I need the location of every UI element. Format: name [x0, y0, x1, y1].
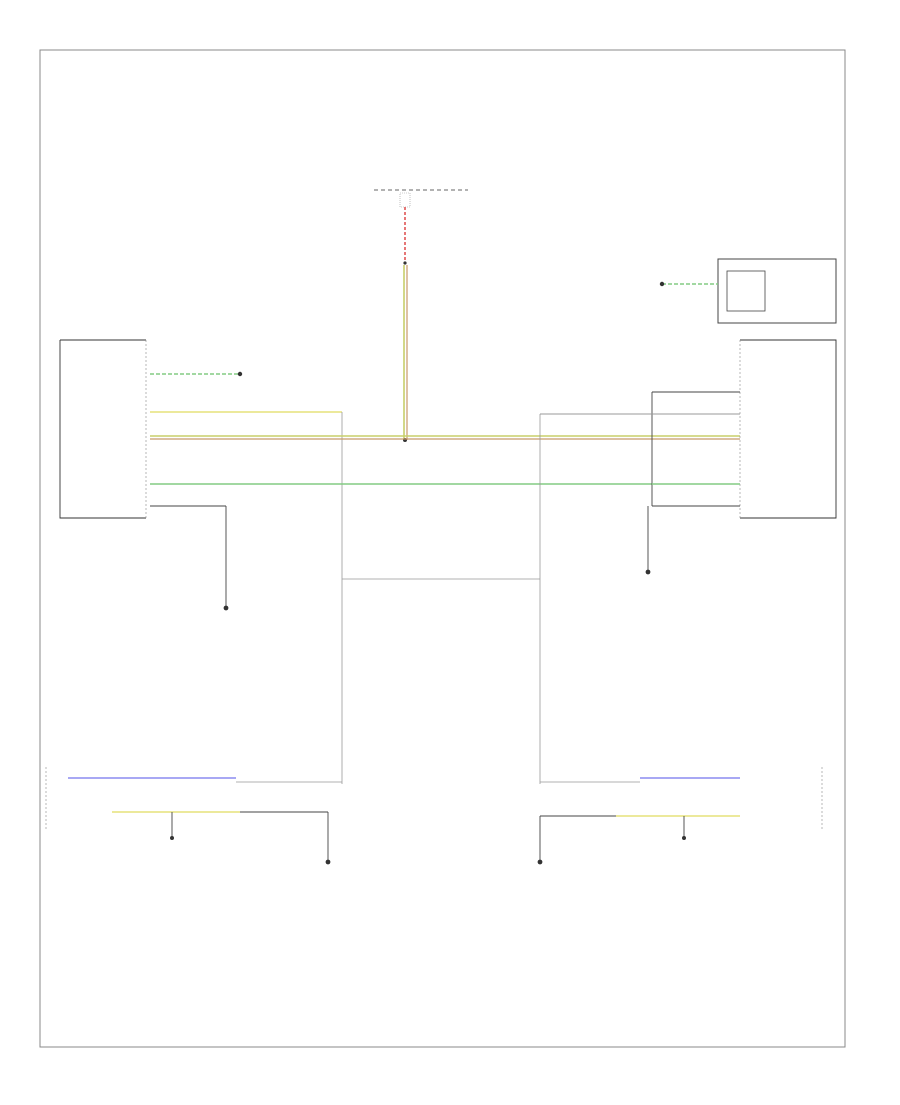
left-seat	[45, 767, 342, 865]
ground-point	[170, 836, 174, 840]
fuse-icon	[399, 192, 411, 208]
ground-point	[682, 836, 686, 840]
ground-point	[645, 569, 651, 575]
right-module-outline	[740, 339, 837, 519]
left-module	[59, 339, 652, 784]
ground-point	[223, 605, 229, 611]
ground-point	[537, 859, 543, 865]
left-module-outline	[59, 339, 146, 519]
top-feed	[374, 189, 468, 442]
instrument-cluster	[659, 258, 837, 324]
right-module	[540, 339, 837, 575]
splice-dot	[403, 261, 407, 265]
right-seat	[537, 767, 823, 865]
connector-pin	[659, 281, 665, 287]
diagram-frame	[39, 49, 846, 1048]
instrument-cluster-box	[717, 258, 837, 324]
ground-point	[325, 859, 331, 865]
connector-pin	[237, 371, 243, 377]
instrument-cluster-module	[726, 270, 766, 312]
